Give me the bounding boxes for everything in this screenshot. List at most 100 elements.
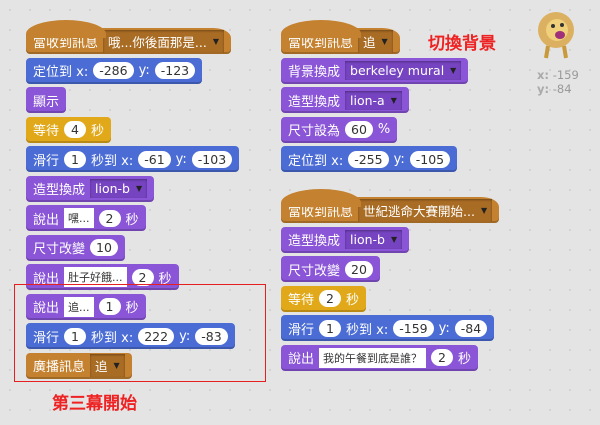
block-label: 秒到 x: bbox=[346, 322, 389, 338]
block-label: 造型換成 bbox=[33, 183, 86, 198]
block-label: 當收到訊息 bbox=[288, 35, 354, 51]
number-input[interactable]: -105 bbox=[409, 150, 451, 168]
dropdown[interactable]: lion-b▼ bbox=[345, 230, 403, 249]
number-input[interactable]: 1 bbox=[64, 327, 87, 345]
number-input[interactable]: -255 bbox=[348, 150, 389, 168]
dropdown-value: lion-b bbox=[350, 232, 385, 247]
block-label: 秒到 x: bbox=[91, 330, 134, 346]
number-input[interactable]: -159 bbox=[393, 319, 434, 337]
text-input[interactable]: 追... bbox=[64, 296, 94, 317]
number-input[interactable]: 1 bbox=[98, 298, 121, 315]
y-label: y: bbox=[537, 82, 550, 96]
block-label: y: bbox=[138, 63, 150, 78]
looks-block[interactable]: 顯示 bbox=[26, 87, 67, 113]
dropdown[interactable]: lion-b ▼ bbox=[90, 179, 148, 198]
text-input[interactable]: 嘿... bbox=[64, 208, 94, 228]
number-input[interactable]: 60 bbox=[345, 121, 373, 138]
block-label: % bbox=[377, 122, 391, 137]
block-label: y: bbox=[179, 328, 191, 344]
block-label: 當收到訊息 bbox=[288, 204, 354, 220]
dropdown[interactable]: 哦...你後面那是...▼ bbox=[103, 29, 225, 53]
chevron-down-icon: ▼ bbox=[381, 36, 388, 46]
lion-sprite-icon[interactable] bbox=[530, 8, 582, 60]
number-input[interactable]: -103 bbox=[191, 150, 233, 168]
block-label: 顯示 bbox=[33, 94, 60, 110]
sprite-y: -84 bbox=[552, 82, 572, 96]
events-block[interactable]: 當收到訊息追▼ bbox=[281, 20, 400, 54]
number-input[interactable]: 2 bbox=[98, 209, 121, 227]
number-input[interactable]: 1 bbox=[319, 319, 342, 337]
dropdown[interactable]: lion-a▼ bbox=[345, 90, 402, 110]
block-label: 秒到 x: bbox=[91, 153, 134, 169]
events-block[interactable]: 當收到訊息哦...你後面那是...▼ bbox=[26, 20, 232, 54]
number-input[interactable]: -61 bbox=[138, 150, 171, 168]
block-label: 滑行 bbox=[288, 322, 315, 338]
block-label: 秒 bbox=[158, 271, 172, 287]
number-input[interactable]: -286 bbox=[93, 62, 134, 79]
number-input[interactable]: 10 bbox=[90, 239, 118, 256]
x-label: x: bbox=[537, 68, 550, 82]
block-label: 等待 bbox=[288, 293, 315, 308]
number-input[interactable]: -123 bbox=[154, 62, 196, 79]
block-label: 當收到訊息 bbox=[33, 35, 99, 51]
number-input[interactable]: 2 bbox=[131, 268, 154, 286]
block-label: 滑行 bbox=[33, 330, 60, 346]
dropdown[interactable]: 追▼ bbox=[358, 29, 393, 53]
block-label: 尺寸改變 bbox=[33, 242, 86, 257]
sprite-coordinates: x: -159 y: -84 bbox=[537, 68, 579, 96]
block-label: 尺寸設為 bbox=[288, 124, 341, 139]
block-label: 背景換成 bbox=[288, 65, 341, 80]
number-input[interactable]: 2 bbox=[319, 290, 342, 307]
highlight-box bbox=[14, 284, 266, 382]
block-label: y: bbox=[175, 151, 187, 167]
block-label: 滑行 bbox=[33, 153, 60, 169]
dropdown-value: lion-b bbox=[95, 181, 130, 196]
number-input[interactable]: 20 bbox=[345, 260, 373, 278]
dropdown[interactable]: 世紀逃命大賽開始...▼ bbox=[358, 198, 493, 222]
looks-block[interactable]: 尺寸改變 10 bbox=[26, 234, 125, 261]
block-label: 秒 bbox=[125, 301, 139, 316]
text-input[interactable]: 我的午餐到底是誰？ bbox=[319, 347, 427, 368]
events-block[interactable]: 廣播訊息追▼ bbox=[26, 352, 132, 379]
number-input[interactable]: 1 bbox=[64, 150, 87, 168]
chevron-down-icon: ▼ bbox=[135, 184, 143, 193]
block-label: 等待 bbox=[33, 124, 60, 139]
chevron-down-icon: ▼ bbox=[450, 66, 457, 75]
number-input[interactable]: 4 bbox=[64, 121, 87, 138]
chevron-down-icon: ▼ bbox=[212, 36, 220, 46]
events-block[interactable]: 當收到訊息世紀逃命大賽開始...▼ bbox=[281, 189, 500, 223]
looks-block[interactable]: 背景換成 berkeley mural ▼ bbox=[281, 57, 469, 84]
block-label: 說出 bbox=[33, 271, 60, 287]
text-input[interactable]: 肚子好餓... bbox=[64, 267, 127, 287]
act-three-label: 第三幕開始 bbox=[52, 394, 137, 414]
number-input[interactable]: 2 bbox=[431, 349, 454, 366]
number-input[interactable]: -84 bbox=[454, 319, 488, 337]
dropdown-value: 追 bbox=[363, 34, 376, 50]
block-label: 秒 bbox=[91, 124, 105, 139]
looks-block[interactable]: 造型換成 lion-b ▼ bbox=[26, 175, 155, 202]
dropdown[interactable]: berkeley mural ▼ bbox=[345, 61, 462, 80]
dropdown[interactable]: 追▼ bbox=[90, 354, 125, 377]
number-input[interactable]: 222 bbox=[138, 327, 175, 345]
looks-block[interactable]: 尺寸設為 60% bbox=[281, 116, 398, 143]
dropdown-value: berkeley mural bbox=[350, 63, 445, 78]
number-input[interactable]: -83 bbox=[195, 327, 228, 345]
block-label: 尺寸改變 bbox=[288, 263, 341, 279]
